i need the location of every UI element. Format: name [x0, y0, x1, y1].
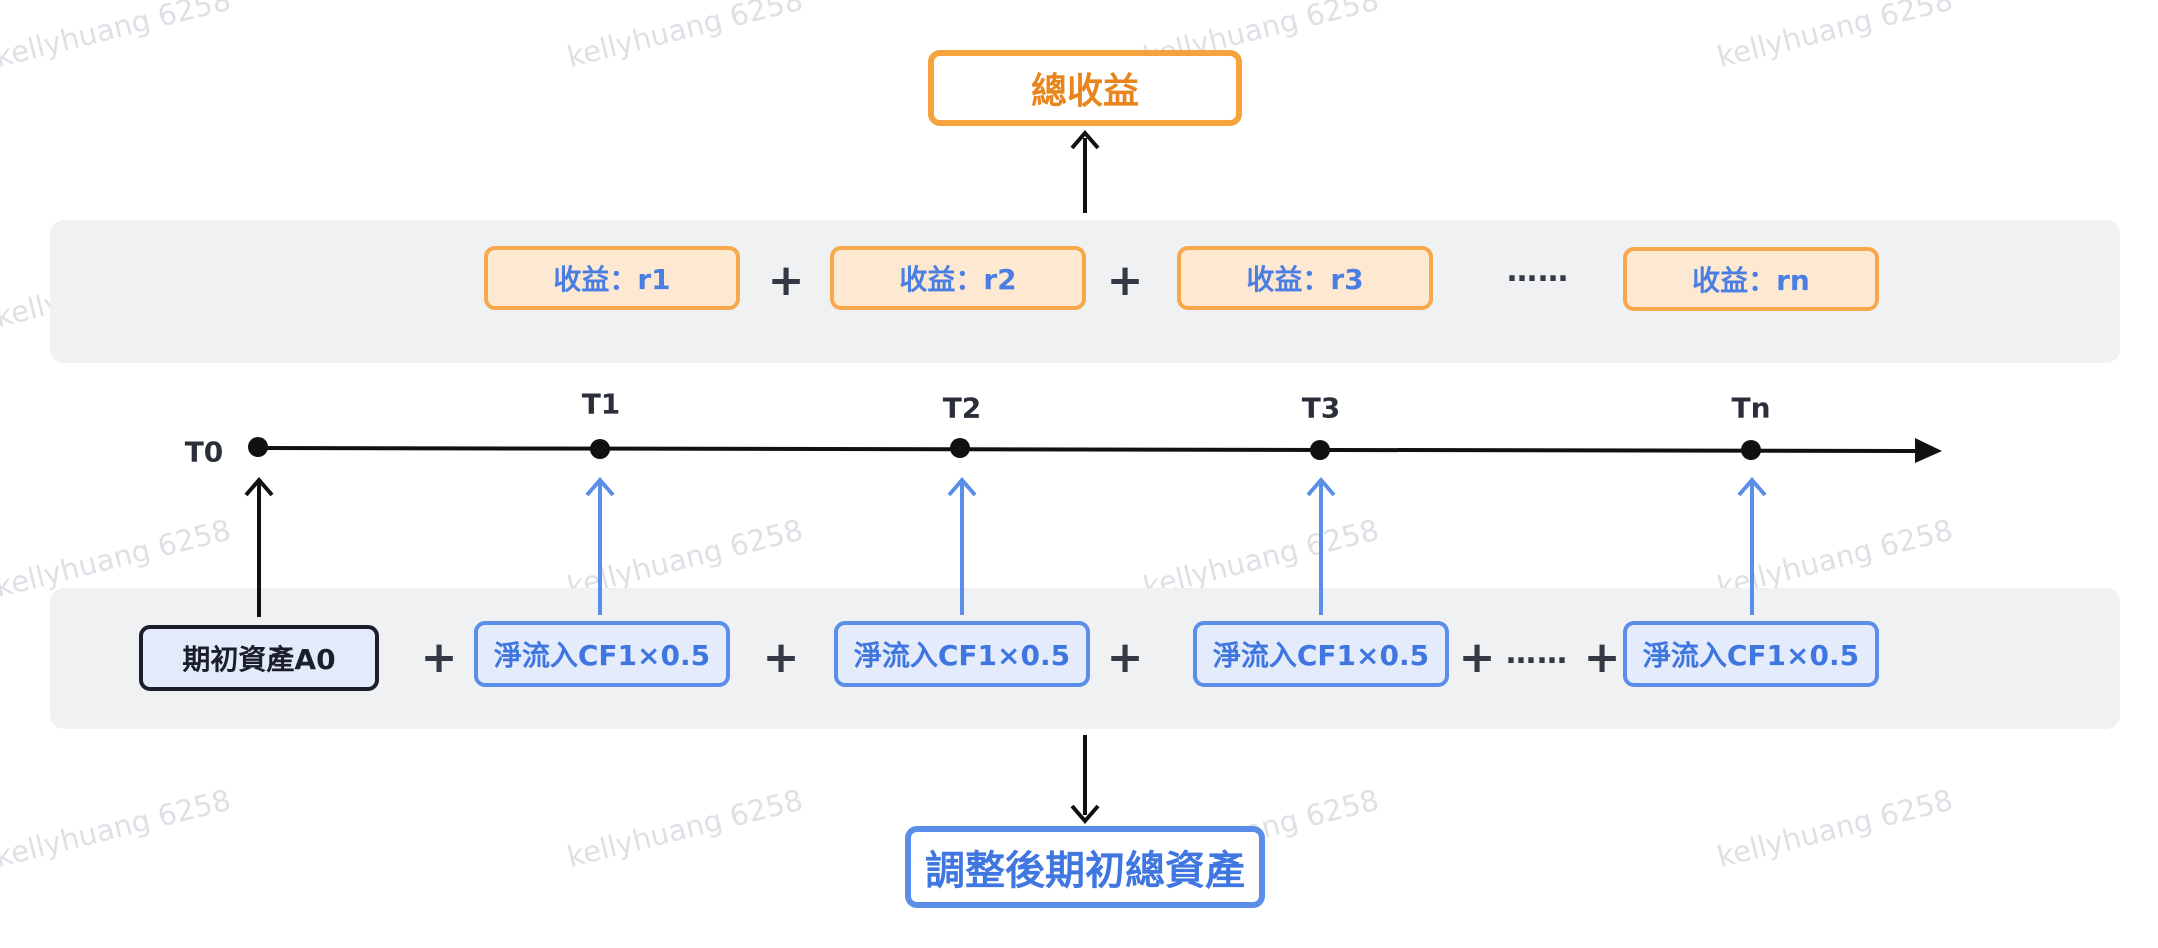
plus-sign: + [1583, 632, 1621, 683]
timeline-arrowhead [1915, 438, 1942, 463]
timeline-label-t0: T0 [184, 435, 224, 469]
timeline-point-t2 [950, 438, 970, 458]
return-box-r1: 收益：r1 [484, 246, 740, 310]
timeline-label-t1: T1 [581, 387, 621, 421]
plus-sign: + [1458, 632, 1496, 683]
plus-sign: + [762, 632, 800, 683]
timeline-label-t3: T3 [1301, 391, 1341, 425]
plus-sign: + [767, 255, 805, 306]
cash-flow-box-1: 淨流入CF1×0.5 [474, 621, 730, 687]
return-box-rn: 收益：rn [1623, 247, 1879, 311]
timeline-point-t0 [248, 437, 268, 457]
plus-sign: + [1106, 632, 1144, 683]
cash-flow-box-2: 淨流入CF1×0.5 [834, 621, 1090, 687]
timeline-label-t2: T2 [942, 391, 982, 425]
ellipsis: …… [1506, 636, 1568, 671]
return-box-r2: 收益：r2 [830, 246, 1086, 310]
timeline-point-tn [1741, 440, 1761, 460]
ellipsis: …… [1507, 254, 1569, 289]
return-box-r3: 收益：r3 [1177, 246, 1433, 310]
timeline-point-t3 [1310, 440, 1330, 460]
total-return-box: 總收益 [928, 50, 1242, 126]
initial-asset-box: 期初資產A0 [139, 625, 379, 691]
timeline-axis [257, 446, 1916, 453]
cash-flow-box-n: 淨流入CF1×0.5 [1623, 621, 1879, 687]
plus-sign: + [420, 632, 458, 683]
plus-sign: + [1106, 255, 1144, 306]
adjusted-initial-asset-box: 調整後期初總資產 [905, 826, 1265, 908]
timeline-label-tn: Tn [1731, 391, 1771, 425]
timeline-point-t1 [590, 439, 610, 459]
cash-flow-box-3: 淨流入CF1×0.5 [1193, 621, 1449, 687]
